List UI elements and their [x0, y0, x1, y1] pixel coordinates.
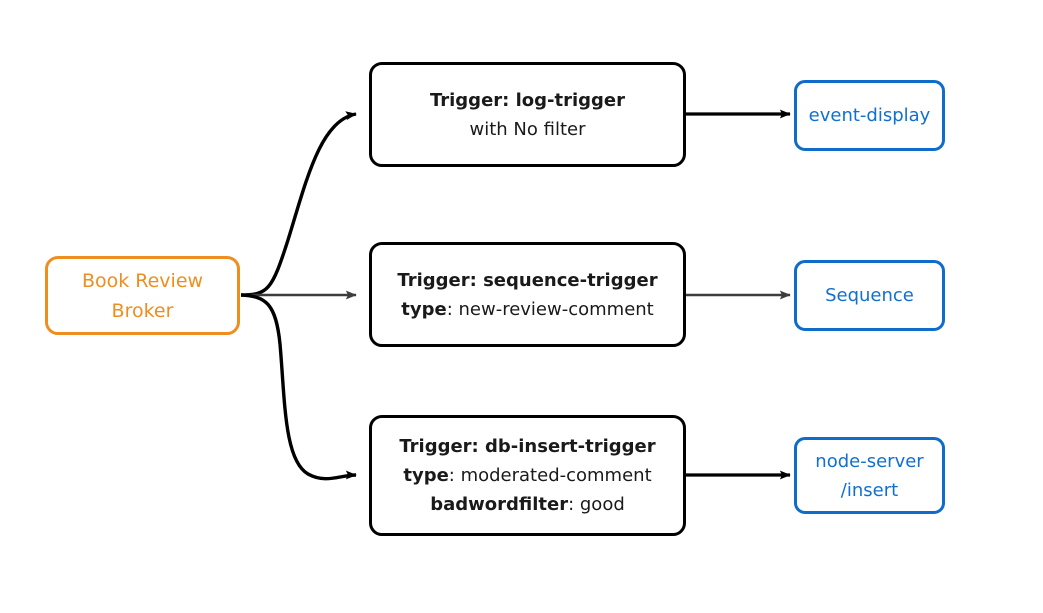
sequence-trigger-title: Trigger: sequence-trigger — [397, 269, 658, 291]
connector-broker-to-db-insert-trigger — [240, 293, 357, 481]
sequence-trigger-detail-key: type — [401, 298, 447, 320]
node-trigger-sequence-trigger[interactable]: Trigger: sequence-trigger type: new-revi… — [369, 242, 686, 347]
db-insert-trigger-detail-badwordfilter: badwordfilter: good — [430, 490, 625, 519]
node-trigger-db-insert-trigger[interactable]: Trigger: db-insert-trigger type: moderat… — [369, 415, 686, 536]
sequence-label: Sequence — [825, 285, 914, 306]
db-insert-trigger-detail2-key: badwordfilter — [430, 494, 569, 515]
node-node-server-insert[interactable]: node-server /insert — [794, 437, 945, 514]
node-server-label-line2: /insert — [840, 479, 899, 501]
connector-broker-to-log-trigger — [240, 111, 357, 297]
log-trigger-title: Trigger: log-trigger — [429, 89, 626, 111]
broker-label-line2: Broker — [111, 299, 174, 322]
node-trigger-log-trigger[interactable]: Trigger: log-trigger with No filter — [369, 62, 686, 167]
sequence-trigger-detail: type: new-review-comment — [401, 295, 653, 324]
log-trigger-detail: with No filter — [469, 118, 586, 140]
sequence-trigger-detail-value: : new-review-comment — [446, 298, 654, 320]
db-insert-trigger-detail-type: type: moderated-comment — [403, 461, 651, 490]
db-insert-trigger-title: Trigger: db-insert-trigger — [399, 436, 656, 457]
broker-label-line1: Book Review — [81, 269, 204, 292]
node-event-display[interactable]: event-display — [794, 80, 945, 151]
db-insert-trigger-detail-value: : moderated-comment — [448, 465, 652, 486]
db-insert-trigger-detail2-value: : good — [568, 494, 625, 515]
node-sequence[interactable]: Sequence — [794, 260, 945, 331]
db-insert-trigger-detail-key: type — [403, 465, 449, 486]
event-display-label: event-display — [808, 105, 931, 126]
node-book-review-broker[interactable]: Book Review Broker — [45, 256, 240, 335]
node-server-label-line1: node-server — [815, 450, 924, 472]
